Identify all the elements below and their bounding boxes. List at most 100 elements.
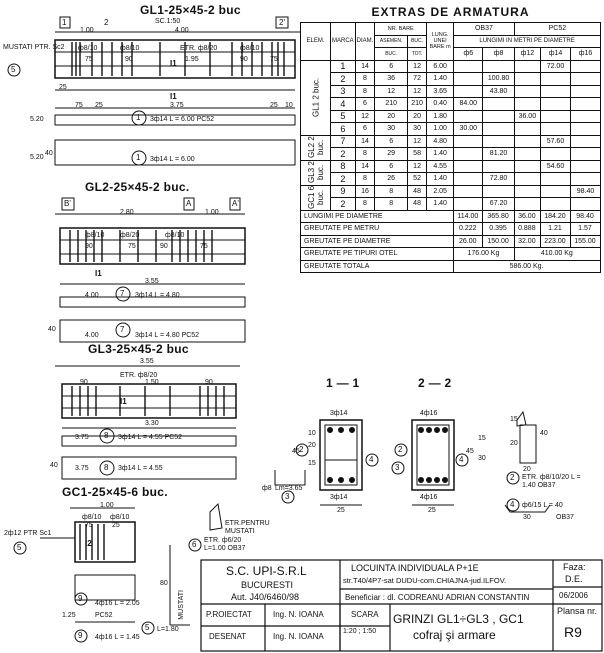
sum-gmetru-label: GREUTATE PE METRU — [299, 222, 455, 236]
row-len-d3 — [539, 109, 571, 123]
gl2-spacing-3: ф8/10 — [165, 232, 185, 239]
row-len-d2 — [513, 59, 541, 73]
gc1-etr-mark: 6 — [192, 540, 197, 549]
gl1-scale: SC.1:50 — [155, 18, 181, 25]
sum-gmetru-4: 1.57 — [569, 222, 602, 236]
col-d6: ф6 — [453, 47, 484, 61]
row-len-d1 — [482, 122, 515, 136]
col-d16: ф16 — [569, 47, 602, 61]
company-city: BUCURESTI — [241, 580, 294, 590]
designer-2: Ing. N. IOANA — [273, 632, 324, 641]
gl1-bdim-3: 3.75 — [170, 102, 184, 109]
row-len-d4 — [569, 122, 602, 136]
row-lung: 1.00 — [426, 122, 455, 136]
plansa-number: R9 — [564, 624, 582, 640]
col-lung: LUNG. UNEI BARE m — [426, 22, 455, 61]
row-buc: 6 — [374, 159, 408, 173]
mark-circles — [7, 63, 520, 643]
sum-gtip-pc52: 410.00 Kg — [513, 247, 602, 261]
gc1-etr-note: ETR.PENTRU MUSTATI — [225, 520, 270, 535]
row-len-d4 — [569, 197, 602, 211]
row-len-d0 — [453, 184, 484, 198]
row-tot: 52 — [406, 172, 428, 186]
gc1-note-mark: 5 — [17, 543, 22, 552]
sum-gdiam-4: 155.00 — [569, 234, 602, 248]
row-buc: 6 — [374, 59, 408, 73]
row-diam: 8 — [354, 147, 376, 161]
row-len-d0 — [453, 172, 484, 186]
gl2-spacing-2: ф8/20 — [120, 232, 140, 239]
row-len-d1: 100.80 — [482, 72, 515, 86]
row-len-d0 — [453, 72, 484, 86]
date: 06/2006 — [559, 591, 588, 600]
row-len-d3: 57.60 — [539, 134, 571, 148]
row-len-d0 — [453, 159, 484, 173]
row-len-d3 — [539, 84, 571, 98]
s22-mark1: 2 — [398, 445, 403, 454]
col-asemen: ASEMEN. — [374, 34, 408, 48]
detail-dim4: 15 — [510, 416, 518, 423]
gl1-spacing-2: ф8/10 — [120, 45, 140, 52]
row-len-d0 — [453, 147, 484, 161]
row-marca: 4 — [330, 97, 356, 111]
rebar-details — [504, 410, 551, 513]
row-len-d1: 67.20 — [482, 197, 515, 211]
row-len-d3 — [539, 197, 571, 211]
sum-gdiam-2: 32.00 — [513, 234, 541, 248]
row-len-d0 — [453, 109, 484, 123]
col-lung-diam: LUNGIMI IN METRI PE DIAMETRE — [453, 34, 601, 48]
s22-height: 45 — [466, 448, 474, 455]
row-tot: 58 — [406, 147, 428, 161]
row-marca: 7 — [330, 134, 356, 148]
gl1-section-mark-2: I1 — [170, 92, 177, 101]
gl3-bar1-mark: 8 — [104, 431, 109, 440]
sum-lungimi-1: 365.80 — [482, 209, 515, 223]
row-diam: 6 — [354, 122, 376, 136]
company-aut: Aut. J40/6460/98 — [231, 592, 300, 602]
title-block: S.C. UPI-S.R.L BUCURESTI Aut. J40/6460/9… — [201, 560, 602, 651]
row-len-d2 — [513, 72, 541, 86]
gc1-bar2-text: 4ф16 L = 1.45 — [95, 634, 140, 641]
gl1-bdim-1: 75 — [75, 102, 83, 109]
row-len-d1: 81.20 — [482, 147, 515, 161]
detail-etr-text: ETR. ф8/10/20 L = 1.40 OB37 — [522, 474, 581, 489]
gl1-bdim-5: 10 — [285, 102, 293, 109]
row-len-d2 — [513, 97, 541, 111]
s11-dim2: 20 — [308, 442, 316, 449]
row-len-d1 — [482, 134, 515, 148]
gl3-spdim-1: 90 — [80, 379, 88, 386]
gl1-pitch: 25 — [59, 84, 67, 91]
sum-gtip-ob37: 176.00 Kg — [453, 247, 515, 261]
row-buc: 36 — [374, 72, 408, 86]
plansa-label: Plansa nr. — [557, 606, 598, 616]
s22-dim1: 15 — [478, 435, 486, 442]
row-marca: 2 — [330, 72, 356, 86]
gl3-bar2-len: 3.75 — [75, 465, 89, 472]
gc1-bar1-text: 4ф16 L = 2.05 — [95, 600, 140, 607]
col-elem: ELEM. — [300, 22, 331, 61]
gl1-spacing-3: ETR. ф8/20 — [180, 45, 218, 52]
gl2-callout-b: B' — [64, 199, 71, 208]
gl1-bar1-text: 3ф14 L = 6.00 PC52 — [150, 116, 215, 123]
col-nr-bare: NR. BARE — [374, 22, 428, 36]
s22-dim2: 30 — [478, 455, 486, 462]
row-tot: 12 — [406, 134, 428, 148]
sum-lungimi-label: LUNGIMI PE DIAMETRE — [299, 209, 455, 223]
row-elem-name: GL1 2 buc. — [300, 60, 331, 135]
row-buc: 30 — [374, 122, 408, 136]
row-len-d4 — [569, 159, 602, 173]
gl2-bar2-mark: 7 — [120, 325, 125, 334]
gl2-spdim-3: 90 — [160, 243, 168, 250]
faza-value: D.E. — [565, 574, 583, 584]
row-len-d0: 84.00 — [453, 97, 484, 111]
row-len-d4 — [569, 134, 602, 148]
row-len-d1 — [482, 97, 515, 111]
row-len-d4 — [569, 147, 602, 161]
detail-pin-mark: 4 — [510, 500, 515, 509]
row-diam: 14 — [354, 134, 376, 148]
gc1-etr-text: ETR. ф6/20 L=1.00 OB37 — [204, 537, 246, 552]
row-marca: 5 — [330, 109, 356, 123]
gl2-bar1-mark: 7 — [120, 289, 125, 298]
row-marca: 2 — [330, 197, 356, 211]
